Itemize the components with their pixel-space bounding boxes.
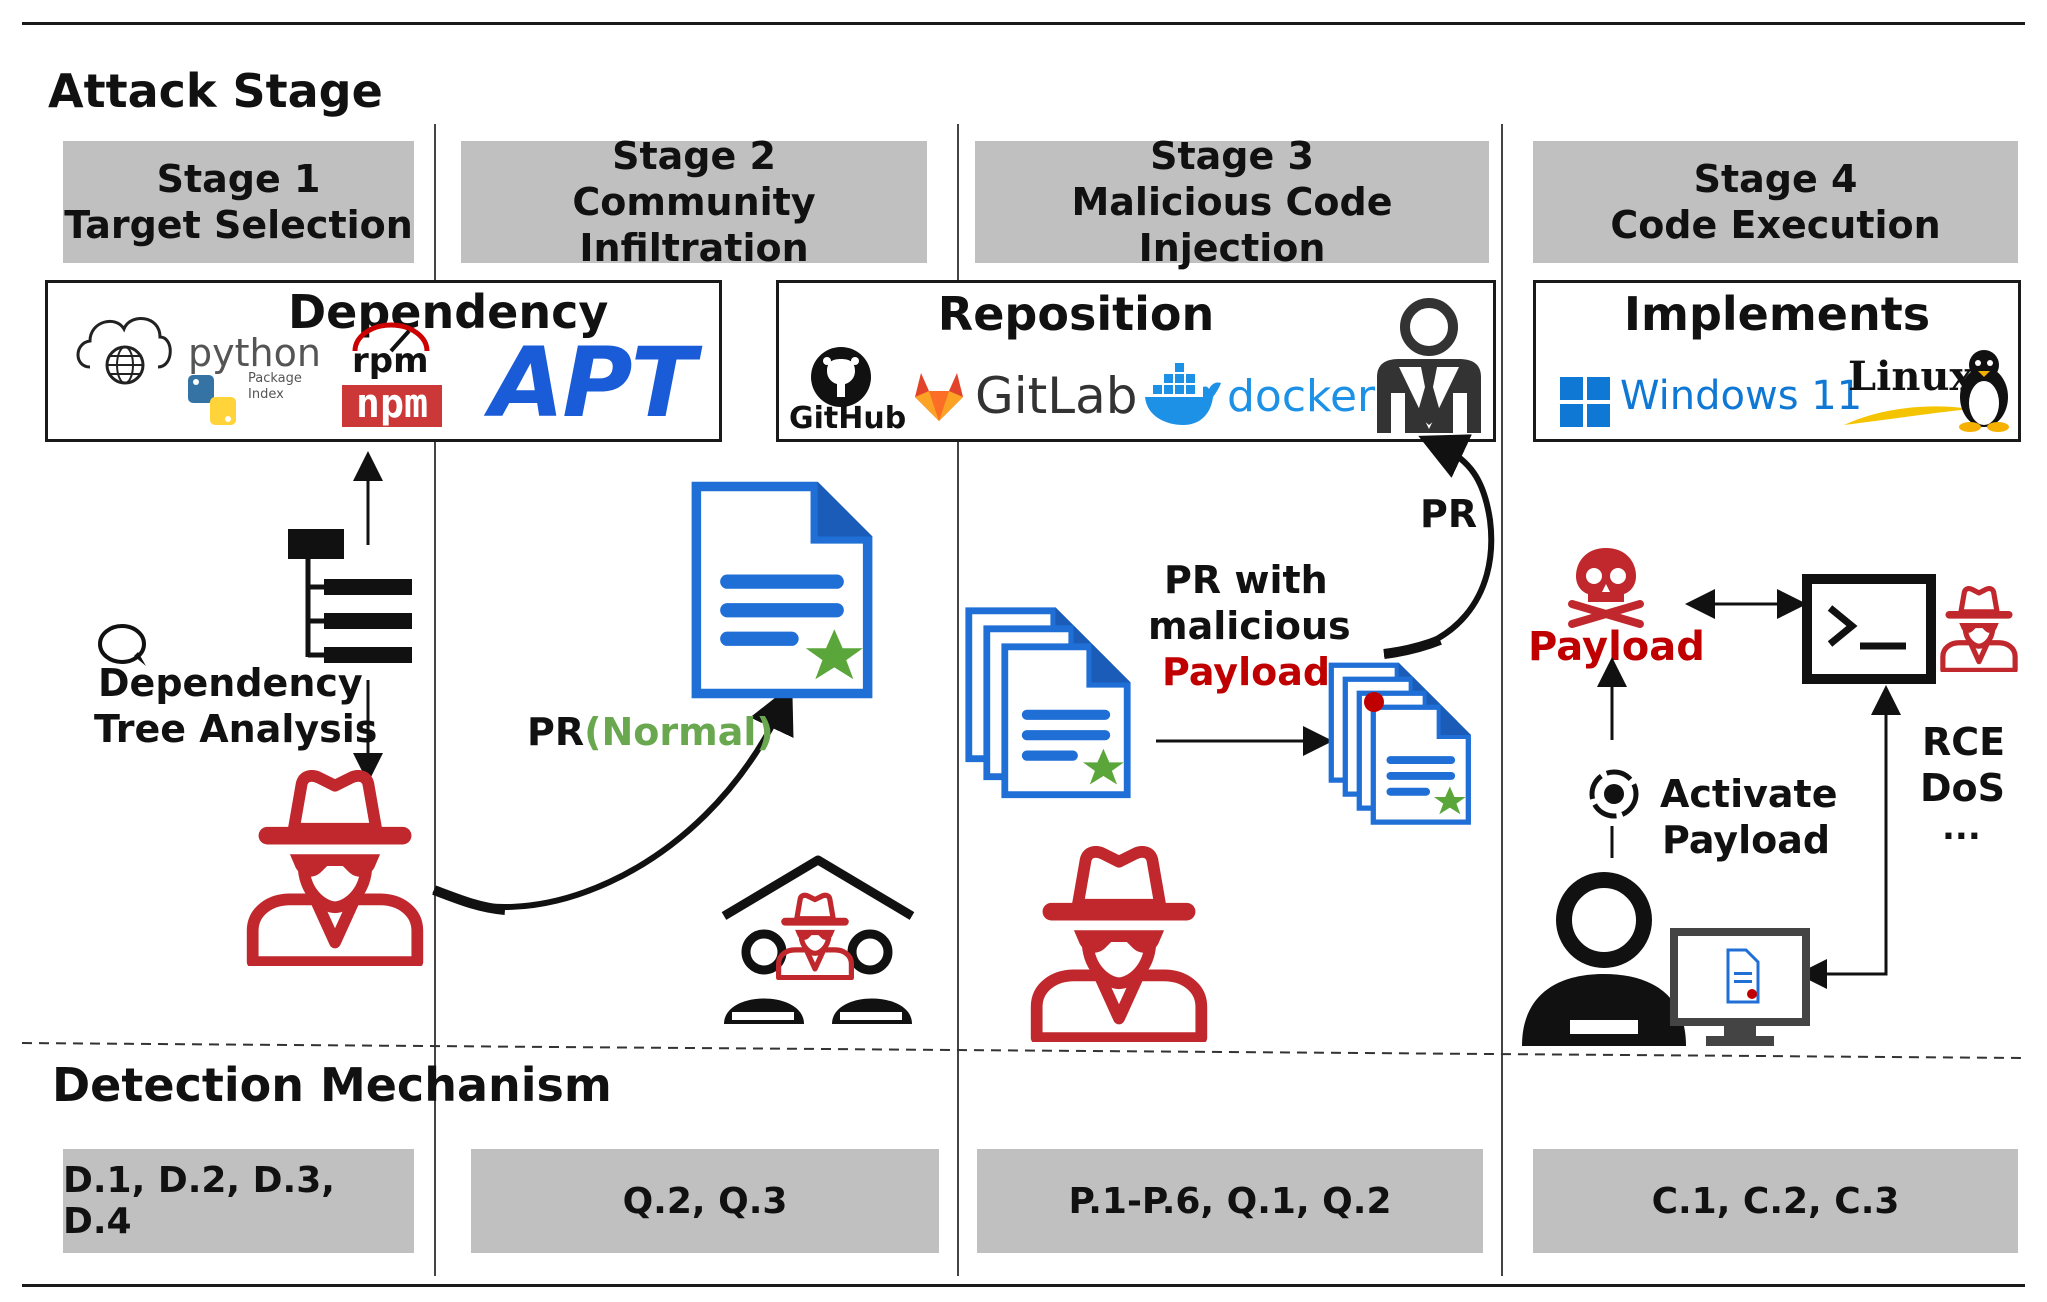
pr-normal-suffix: (Normal) bbox=[584, 710, 774, 754]
activate-target-icon bbox=[1589, 769, 1639, 819]
detection-stage-3: P.1-P.6, Q.1, Q.2 bbox=[977, 1149, 1483, 1253]
dependency-title: Dependency bbox=[288, 285, 609, 339]
column-divider-2 bbox=[957, 124, 959, 1276]
pr-normal-prefix: PR bbox=[527, 710, 585, 754]
github-icon bbox=[811, 347, 871, 407]
community-house-icon bbox=[721, 855, 915, 1024]
malicious-document-stack-icon bbox=[1328, 662, 1471, 825]
rpm-gauge-icon bbox=[352, 322, 430, 353]
column-divider-3 bbox=[1501, 124, 1503, 1276]
pr-label: PR bbox=[1420, 492, 1478, 536]
bottom-rule bbox=[22, 1284, 2025, 1287]
stage-3-name: Malicious Code Injection bbox=[1071, 180, 1393, 270]
implements-box: Implements Windows 11 Linux bbox=[1533, 280, 2021, 442]
activate-payload-label-1: Activate bbox=[1660, 772, 1838, 816]
skull-crossbones-icon bbox=[1568, 548, 1644, 628]
windows-11-text: Windows 11 bbox=[1620, 373, 1863, 419]
maintainer-person-icon bbox=[1377, 298, 1481, 433]
column-divider-1 bbox=[434, 124, 436, 1276]
dos-label: DoS bbox=[1920, 766, 2006, 810]
user-icon bbox=[1522, 872, 1686, 1046]
linux-swoosh bbox=[1844, 406, 1970, 425]
gitlab-text: GitLab bbox=[975, 367, 1138, 425]
linux-text: Linux bbox=[1848, 353, 1974, 400]
pr-with-label-2: malicious bbox=[1148, 604, 1351, 648]
dependency-tree-icon bbox=[288, 529, 412, 663]
stage-3-number: Stage 3 bbox=[1150, 134, 1314, 178]
apt-logo-text: APT bbox=[490, 327, 696, 439]
detection-mechanism-title: Detection Mechanism bbox=[52, 1058, 612, 1112]
reposition-box: Reposition GitHub GitLab docker bbox=[776, 280, 1496, 442]
python-logo-icon bbox=[188, 375, 236, 425]
implements-title: Implements bbox=[1623, 287, 1931, 341]
terminal-icon bbox=[1802, 574, 1936, 684]
python-text: python bbox=[188, 331, 321, 375]
dependency-tree-label-2: Tree Analysis bbox=[94, 707, 378, 751]
stage-3-box: Stage 3 Malicious Code Injection bbox=[975, 134, 1489, 270]
stage-2-box: Stage 2 Community Infiltration bbox=[461, 134, 927, 270]
speech-bubble-icon bbox=[98, 624, 146, 666]
stage-1-name: Target Selection bbox=[64, 203, 413, 247]
npm-logo: npm bbox=[342, 381, 442, 427]
pr-normal-label: PR(Normal) bbox=[527, 710, 774, 754]
stage-1-box: Stage 1 Target Selection bbox=[63, 141, 414, 263]
dependency-box: Dependency python Package Index rpm npm … bbox=[45, 280, 722, 442]
python-package-text: Package bbox=[248, 371, 302, 386]
cloud-globe-icon bbox=[76, 317, 172, 385]
rce-label: RCE bbox=[1922, 720, 2006, 764]
docker-text: docker bbox=[1227, 371, 1376, 422]
python-index-text: Index bbox=[248, 387, 284, 402]
computer-monitor-icon bbox=[1670, 928, 1810, 1046]
detection-stage-1: D.1, D.2, D.3, D.4 bbox=[63, 1149, 414, 1253]
stage-4-number: Stage 4 bbox=[1693, 157, 1858, 201]
top-rule bbox=[22, 22, 2025, 25]
stage-4-box: Stage 4 Code Execution bbox=[1533, 141, 2018, 263]
stage-2-number: Stage 2 bbox=[612, 134, 776, 178]
tux-penguin-icon bbox=[1959, 350, 2009, 432]
pr-with-label-1: PR with bbox=[1164, 558, 1328, 602]
rpm-text: rpm bbox=[352, 341, 429, 381]
detection-stage-2: Q.2, Q.3 bbox=[471, 1149, 939, 1253]
detection-stage-4: C.1, C.2, C.3 bbox=[1533, 1149, 2018, 1253]
activate-payload-label-2: Payload bbox=[1662, 818, 1831, 862]
npm-text: npm bbox=[355, 381, 429, 427]
pr-with-label-payload: Payload bbox=[1162, 650, 1331, 694]
docker-whale-icon bbox=[1145, 363, 1221, 425]
attack-stage-title: Attack Stage bbox=[48, 64, 383, 118]
reposition-title: Reposition bbox=[937, 287, 1215, 341]
github-text: GitHub bbox=[789, 401, 907, 436]
stage-4-name: Code Execution bbox=[1610, 203, 1941, 247]
windows-logo-icon bbox=[1560, 377, 1610, 427]
stage-2-name: Community Infiltration bbox=[572, 180, 816, 270]
gitlab-icon bbox=[915, 373, 963, 421]
stage-1-number: Stage 1 bbox=[156, 157, 321, 201]
dependency-tree-label-1: Dependency bbox=[98, 661, 363, 705]
ellipsis-label: ... bbox=[1942, 808, 1981, 848]
